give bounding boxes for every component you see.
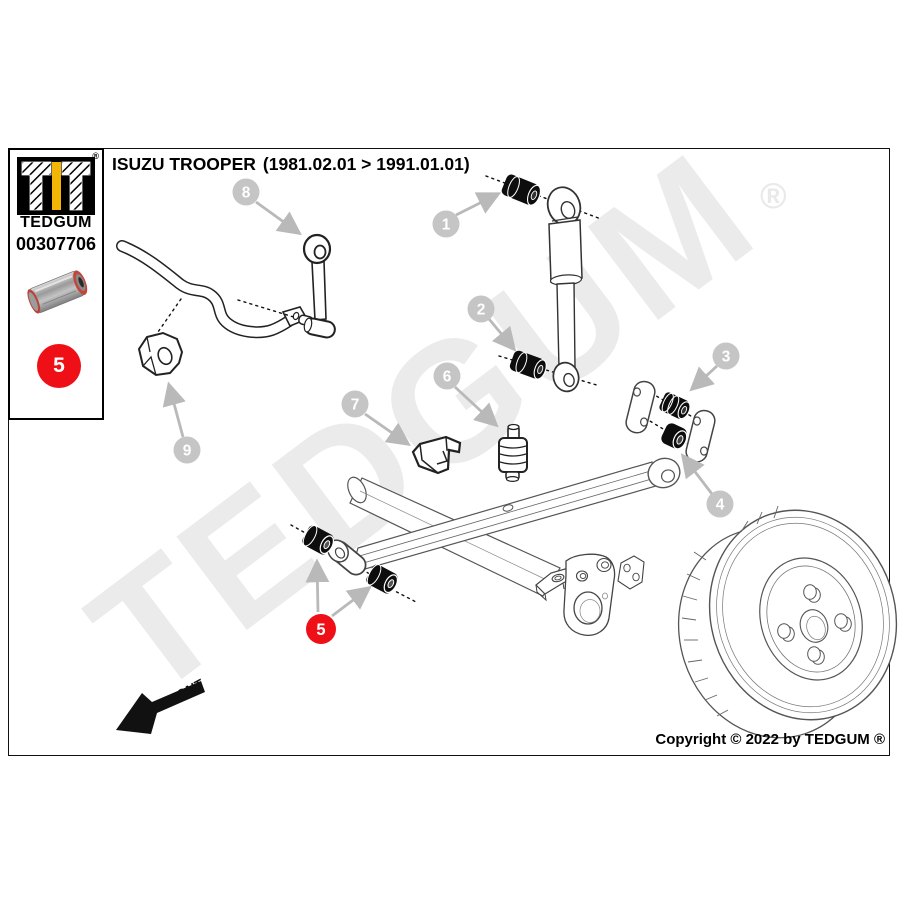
spring-seat-bracket	[411, 435, 462, 475]
bump-stop	[498, 423, 528, 483]
callout-4: 4	[706, 490, 734, 518]
arrow-6	[454, 385, 499, 428]
copyright: Copyright © 2022 by TEDGUM ®	[655, 731, 885, 748]
brand-panel: ® TEDGUM 00307706	[8, 148, 104, 420]
shackle-plate-right	[685, 409, 716, 463]
arrow-1	[455, 192, 502, 217]
svg-text:1: 1	[442, 217, 451, 234]
callout-2: 2	[467, 295, 495, 323]
arrow-7	[364, 412, 411, 447]
tedgum-logo-icon	[17, 157, 95, 215]
callout-arrows	[162, 192, 718, 618]
svg-text:8: 8	[242, 185, 251, 202]
lug-nuts	[777, 584, 852, 665]
svg-text:5: 5	[316, 621, 325, 639]
production-range: (1981.02.01 > 1991.01.01)	[262, 154, 470, 174]
brand-wordmark: TEDGUM	[20, 214, 92, 231]
svg-text:7: 7	[351, 397, 360, 414]
callout-6: 6	[433, 362, 461, 390]
stabilizer-link	[298, 233, 336, 339]
shock-lower-bushing	[509, 350, 547, 380]
callout-1: 1	[432, 210, 460, 238]
highlighted-ref-badge: 5	[37, 344, 81, 388]
axle-bracket	[535, 553, 645, 636]
spring-eye-bushing-a	[302, 525, 335, 555]
arrow-3	[689, 364, 718, 392]
tire-tread-hatch	[681, 505, 779, 717]
callout-8: 8	[232, 178, 260, 206]
svg-text:2: 2	[477, 302, 486, 319]
arrow-5a	[305, 558, 330, 613]
callout-3: 3	[712, 342, 740, 370]
hanger-bracket	[617, 555, 645, 590]
wheel-hub	[799, 609, 829, 643]
arrow-8	[255, 200, 302, 236]
shackle-plate-left	[625, 380, 656, 434]
callout-5-highlight: 5	[306, 614, 336, 644]
part-number: 00307706	[15, 234, 97, 254]
shock-upper-bushing	[501, 174, 541, 206]
wheel-illustration	[677, 505, 898, 739]
svg-text:4: 4	[716, 497, 725, 514]
stabilizer-bushing-clamp	[137, 331, 184, 377]
front-arrow-icon	[116, 681, 205, 734]
callout-badges: 1 2 3 4 6 7 8 9 5	[173, 178, 740, 644]
svg-text:3: 3	[722, 349, 731, 366]
shackle-lower-bushing	[661, 423, 688, 450]
watermark-registered-icon: ®	[760, 175, 787, 216]
vehicle-name: ISUZU TROOPER	[112, 154, 256, 174]
center-bolt-hole	[502, 504, 514, 512]
stabilizer-bar	[116, 240, 309, 339]
bushing-photo	[27, 270, 88, 314]
arrow-5b	[331, 585, 372, 618]
arrow-9	[162, 381, 186, 438]
diagram-title: ISUZU TROOPER (1981.02.01 > 1991.01.01)	[112, 154, 470, 175]
svg-text:9: 9	[183, 443, 192, 460]
svg-text:6: 6	[443, 369, 452, 386]
callout-7: 7	[341, 390, 369, 418]
arrow-4	[680, 453, 714, 495]
spring-eye-bushing-b	[366, 564, 399, 594]
callout-9: 9	[173, 436, 201, 464]
shackle-upper-bushing	[659, 392, 691, 420]
shackle-assembly	[625, 380, 716, 463]
logo-registered-icon: ®	[92, 151, 99, 161]
arrow-2	[487, 318, 517, 352]
leaf-spring	[327, 457, 681, 576]
shock-absorber	[546, 186, 583, 393]
